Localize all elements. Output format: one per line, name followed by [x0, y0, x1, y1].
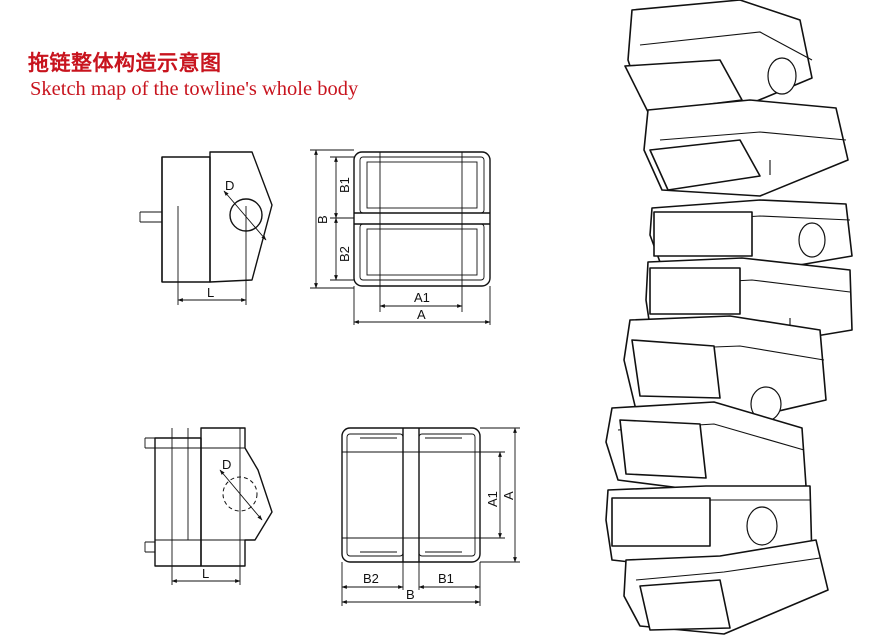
dimension-A-label: A — [417, 307, 426, 322]
dimension-A1-label-bottom: A1 — [485, 491, 500, 507]
top-view-frame — [341, 427, 481, 563]
chain-link-5 — [623, 315, 827, 422]
chain-link-6 — [605, 401, 807, 493]
dimension-B1-label: B1 — [337, 177, 352, 193]
side-view-plate-bottom — [154, 437, 202, 567]
top-side-view: D L — [139, 151, 273, 305]
side-view-plate — [161, 156, 211, 283]
dimension-A-label-bottom: A — [501, 491, 516, 500]
dimension-L-label: L — [207, 285, 214, 300]
dimension-D-label: D — [225, 178, 234, 193]
bottom-side-view: D L — [144, 427, 273, 585]
dimension-B-label: B — [315, 215, 330, 224]
title-english: Sketch map of the towline's whole body — [30, 78, 359, 100]
title-chinese: 拖链整体构造示意图 — [28, 50, 222, 75]
top-front-view: B B1 B2 A1 A — [310, 149, 491, 325]
chain-link-3 — [649, 199, 853, 271]
chain-link-8 — [623, 539, 829, 635]
dimension-D-line-bottom — [219, 469, 263, 521]
chain-link-1 — [624, 0, 813, 113]
side-view-pin — [139, 211, 162, 223]
chain-link-2 — [643, 99, 849, 197]
dimension-B1-label-bottom: B1 — [438, 571, 454, 586]
dimension-B-label-bottom: B — [406, 587, 415, 602]
dimension-D-line — [223, 190, 267, 241]
front-view-frame — [353, 151, 491, 287]
side-view-link-bottom — [200, 427, 273, 567]
side-view-link — [209, 151, 273, 283]
dimension-B2-label-bottom: B2 — [363, 571, 379, 586]
dimension-L-label-bottom: L — [202, 566, 209, 581]
dimension-D-label-bottom: D — [222, 457, 231, 472]
dimension-A1-label: A1 — [414, 290, 430, 305]
towline-chain-illustration — [605, 0, 853, 635]
bottom-top-view: A1 A B2 B1 B — [341, 427, 520, 606]
dimension-B2-label: B2 — [337, 246, 352, 262]
